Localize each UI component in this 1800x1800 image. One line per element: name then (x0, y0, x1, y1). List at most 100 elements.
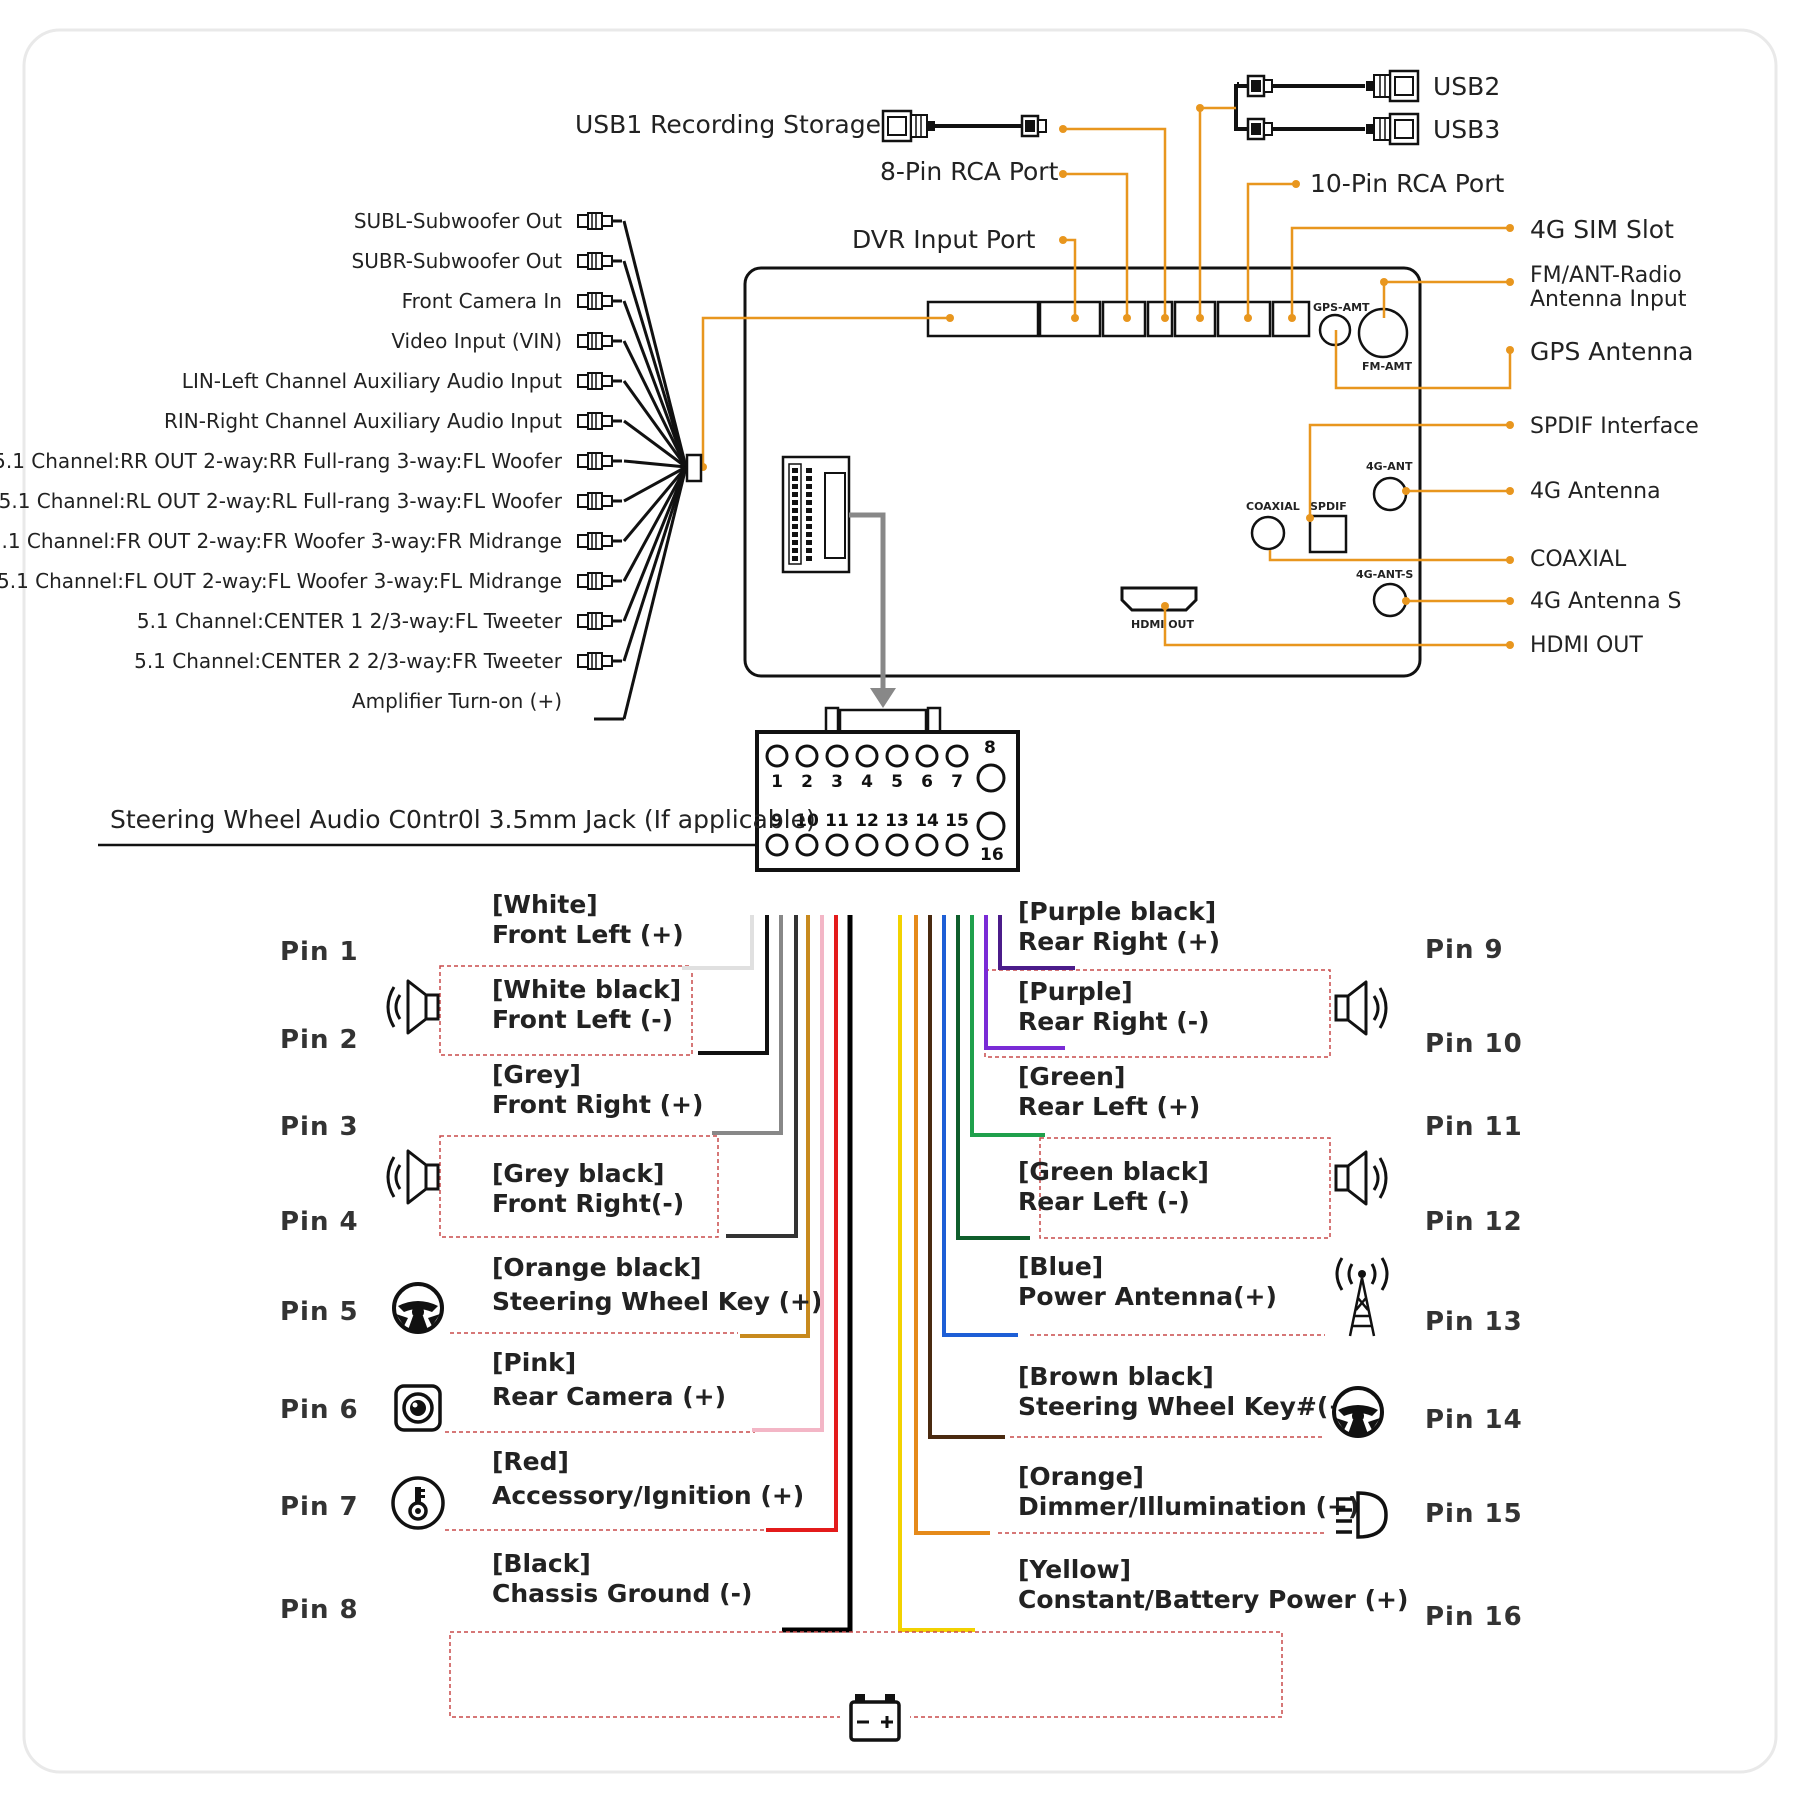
rca-label: Front Camera In (402, 289, 562, 313)
pin-label: Pin 2 (280, 1025, 359, 1055)
pin-number: 1 (771, 772, 783, 792)
left-wire-legend: [White]Front Left (+)Pin 1[White black]F… (280, 890, 853, 1633)
pin-number: 5 (891, 772, 903, 792)
usb3-label: USB3 (1433, 115, 1500, 144)
fm-label-line2: Antenna Input (1530, 287, 1687, 312)
pin-label: Pin 12 (1425, 1207, 1523, 1237)
pin-socket (765, 833, 789, 857)
wire-10 (984, 915, 1065, 1050)
wire-function-label: Front Right(-) (492, 1189, 684, 1218)
pin-label: Pin 16 (1425, 1602, 1523, 1632)
gps-antenna-label: GPS Antenna (1530, 337, 1693, 366)
rca-wire (622, 300, 688, 468)
rca-label: Amplifier Turn-on (+) (352, 689, 562, 713)
rca-label: 5.1 Channel:FR OUT 2-way:FR Woofer 3-way… (0, 529, 562, 553)
wire-function-label: Rear Camera (+) (492, 1382, 726, 1411)
wire-function-label: Rear Right (-) (1018, 1007, 1210, 1036)
wire-color-label: [Grey black] (492, 1159, 664, 1188)
wire-function-label: Dimmer/Illumination (+) (1018, 1492, 1359, 1521)
coaxial-port-label: COAXIAL (1530, 547, 1627, 572)
pin-label: Pin 1 (280, 937, 359, 967)
wire-function-label: Front Right (+) (492, 1090, 703, 1119)
rca-wire (623, 459, 687, 469)
wire-2 (698, 915, 769, 1055)
pin-label: Pin 14 (1425, 1405, 1523, 1435)
wire-color-label: [Brown black] (1018, 1362, 1214, 1391)
coaxial-label: COAXIAL (1246, 500, 1300, 513)
rca-wire (622, 466, 688, 542)
rca-wire (622, 380, 688, 468)
wire-function-label: Constant/Battery Power (+) (1018, 1585, 1408, 1614)
pin-label: Pin 10 (1425, 1029, 1523, 1059)
antenna-icon (1335, 1257, 1389, 1337)
rca-label: LIN-Left Channel Auxiliary Audio Input (182, 369, 562, 393)
wire-1 (682, 915, 754, 970)
wire-color-label: [White black] (492, 975, 681, 1004)
pin-label: Pin 9 (1425, 935, 1504, 965)
headlight-icon (1336, 1491, 1388, 1539)
rca-label: 5.1 Channel:RL OUT 2-way:RL Full-rang 3-… (0, 489, 563, 513)
wire-11 (970, 915, 1045, 1137)
battery-icon (849, 1694, 901, 1742)
speaker-group-box (1039, 1137, 1331, 1239)
pin-socket (795, 744, 819, 768)
4g-ant-label: 4G-ANT (1366, 460, 1413, 473)
top-port-dots (699, 125, 1514, 649)
iso-connector-socket (781, 455, 851, 574)
usb1-label: USB1 Recording Storage (575, 110, 881, 139)
pin-number: 12 (855, 811, 879, 831)
pin-socket (945, 744, 969, 768)
wire-3 (712, 915, 783, 1135)
wire-13 (942, 915, 1018, 1337)
pin-label: Pin 7 (280, 1492, 359, 1522)
wire-14 (928, 915, 1005, 1439)
rca-label: 5.1 Channel:FL OUT 2-way:FL Woofer 3-way… (0, 569, 562, 593)
pin-number: 3 (831, 772, 843, 792)
rca-wire (623, 419, 687, 469)
pin-socket (945, 833, 969, 857)
pin-number: 9 (771, 811, 783, 831)
wire-6 (752, 915, 824, 1432)
pin-socket (765, 744, 789, 768)
rca-wire (622, 220, 688, 468)
pin-label: Pin 5 (280, 1297, 359, 1327)
pin-label: Pin 13 (1425, 1307, 1523, 1337)
rca-wire (622, 466, 688, 622)
steering-wheel-icon (392, 1282, 444, 1334)
wire-color-label: [Purple] (1018, 977, 1133, 1006)
pin-socket (855, 833, 879, 857)
wire-color-label: [Grey] (492, 1060, 581, 1089)
wire-5 (740, 915, 810, 1338)
wire-color-label: [White] (492, 890, 598, 919)
pin-socket (976, 811, 1006, 841)
pin-label: Pin 6 (280, 1395, 359, 1425)
wire-function-label: Chassis Ground (-) (492, 1579, 752, 1608)
steering-jack-label: Steering Wheel Audio C0ntr0l 3.5mm Jack … (110, 805, 816, 834)
speaker-group-box (439, 965, 693, 1056)
hdmi-socket (1120, 586, 1198, 612)
fm-amt-label: FM-AMT (1362, 360, 1412, 373)
rca-label: Video Input (VIN) (391, 329, 562, 353)
pin-number: 16 (980, 845, 1004, 865)
4g-antenna-socket (1372, 476, 1408, 512)
pin-number: 6 (921, 772, 933, 792)
dvr-label: DVR Input Port (852, 225, 1036, 254)
spdif-label: SPDIF (1310, 500, 1347, 513)
rca-wire (622, 340, 688, 468)
pin-socket (825, 833, 849, 857)
right-wire-legend: [Purple black]Rear Right (+)Pin 9[Purple… (898, 897, 1523, 1632)
wire-7 (766, 915, 838, 1532)
usb3-port-block (1173, 300, 1217, 338)
head-unit-outline (743, 266, 1422, 678)
pin-number: 10 (795, 811, 819, 831)
pin-label: Pin 11 (1425, 1112, 1523, 1142)
gps-amt-label: GPS-AMT (1313, 301, 1370, 314)
wire-color-label: [Green] (1018, 1062, 1125, 1091)
rca-label: SUBL-Subwoofer Out (354, 209, 562, 233)
wire-function-label: Steering Wheel Key (+) (492, 1287, 822, 1316)
rca-label: RIN-Right Channel Auxiliary Audio Input (164, 409, 562, 433)
connector-arrow-line (849, 512, 886, 688)
pin-label: Pin 4 (280, 1207, 359, 1237)
